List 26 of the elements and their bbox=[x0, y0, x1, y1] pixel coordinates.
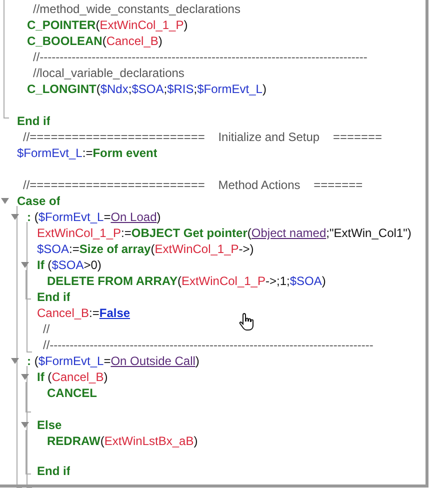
code-line: DELETE FROM ARRAY(ExtWinCol_1_P->;1;$SOA) bbox=[47, 274, 326, 289]
code-line: Case of bbox=[17, 194, 60, 209]
code-line: : ($FormEvt_L=On Load) bbox=[27, 210, 161, 225]
code-comment: //local_variable_declarations bbox=[33, 66, 184, 81]
code-comment: //========================= Method Actions ======= bbox=[23, 178, 363, 193]
code-line: End if bbox=[37, 464, 70, 479]
code-line: ExtWinCol_1_P:=OBJECT Get pointer(Object named;"ExtWin_Col1") bbox=[37, 226, 412, 241]
code-comment: // bbox=[43, 322, 50, 337]
code-comment: //---------------------------------------------------------------------------------- bbox=[33, 50, 368, 65]
code-line: C_POINTER(ExtWinCol_1_P) bbox=[27, 18, 188, 33]
code-line: C_LONGINT($Ndx;$SOA;$RIS;$FormEvt_L) bbox=[27, 82, 266, 97]
code-line: $SOA:=Size of array(ExtWinCol_1_P->) bbox=[37, 242, 254, 257]
code-comment: //--------------------------------------------------------------------------------- bbox=[43, 338, 374, 353]
code-line: If (Cancel_B) bbox=[37, 370, 108, 385]
code-line: End if bbox=[37, 290, 70, 305]
code-line: CANCEL bbox=[47, 386, 97, 401]
code-line: If ($SOA>0) bbox=[37, 258, 102, 273]
code-line: : ($FormEvt_L=On Outside Call) bbox=[27, 354, 200, 369]
code-line: REDRAW(ExtWinLstBx_aB) bbox=[47, 434, 198, 449]
code-comment: //========================= Initialize and Setup ======= bbox=[23, 130, 382, 145]
code-line: C_BOOLEAN(Cancel_B) bbox=[27, 34, 162, 49]
code-line: End if bbox=[17, 114, 50, 129]
code-comment: //method_wide_constants_declarations bbox=[33, 2, 240, 17]
code-line: Else bbox=[37, 418, 62, 433]
code-line: $FormEvt_L:=Form event bbox=[17, 146, 158, 161]
code-line: Cancel_B:=False bbox=[37, 306, 130, 321]
